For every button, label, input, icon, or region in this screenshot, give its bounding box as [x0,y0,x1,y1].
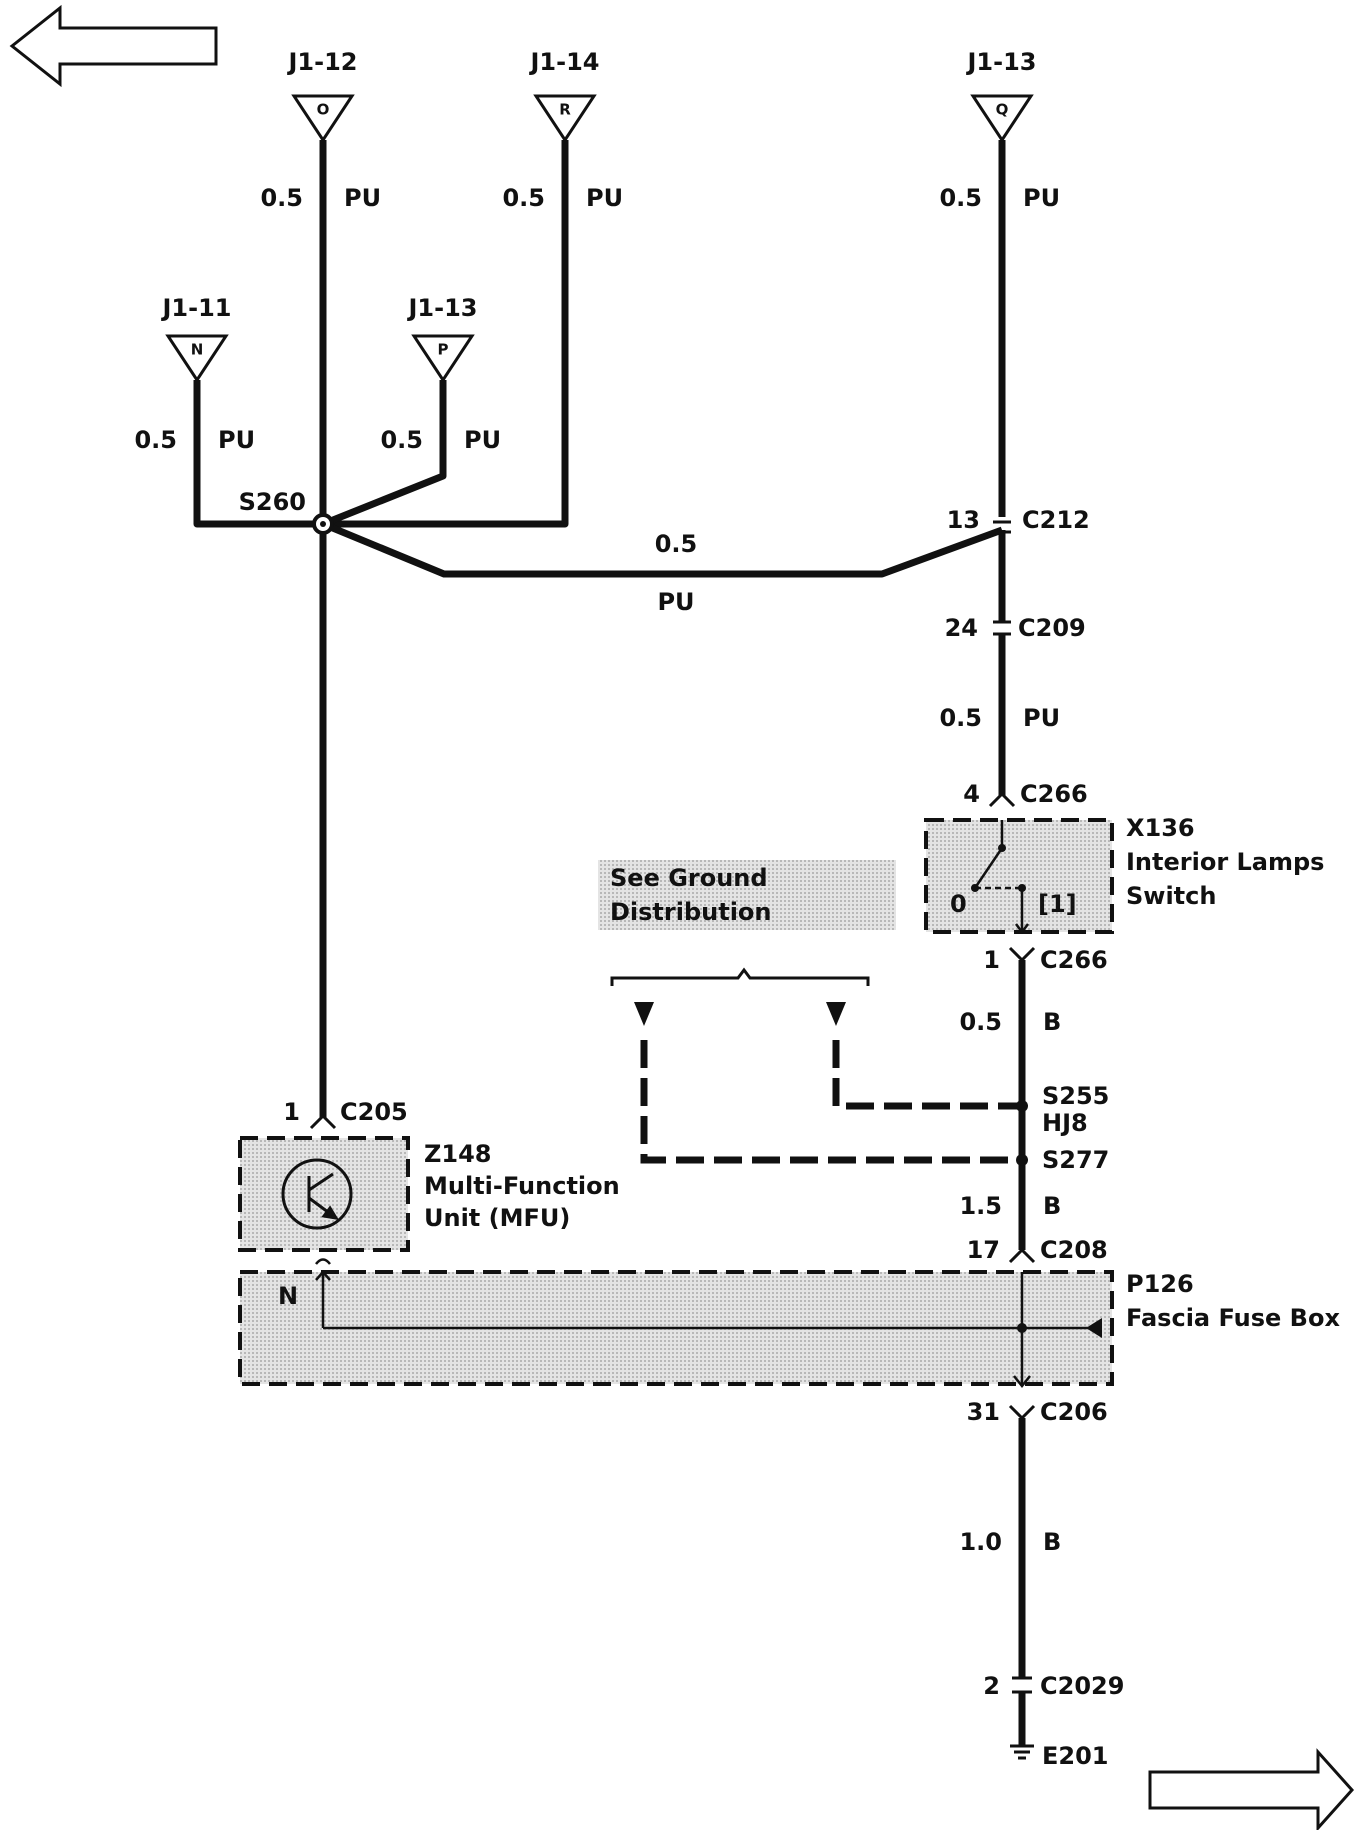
wire-color: PU [586,184,623,212]
ground-label: E201 [1042,1742,1109,1770]
connector-pin: 2 [983,1672,1000,1700]
connector-pin: 31 [967,1398,1000,1426]
wire-size: 0.5 [939,184,982,212]
connector-c209-symbol [993,620,1011,636]
connector-name: C212 [1022,506,1090,534]
wire-s260-c212 [321,520,1004,578]
wire-size: 0.5 [959,1008,1002,1036]
wire-color: PU [344,184,381,212]
connector-name: C205 [340,1098,408,1126]
terminal-label: J1-13 [966,48,1037,76]
ground-icon [1010,1744,1034,1760]
component-id: Z148 [424,1140,492,1168]
connector-name: C266 [1040,946,1108,974]
right-arrow-icon[interactable] [1148,1748,1355,1830]
terminal-j1-13-top: Q J1-13 [966,48,1037,143]
wire-size: 0.5 [380,426,423,454]
switch-position-off: 0 [950,890,967,918]
connector-pin: 1 [283,1098,300,1126]
terminal-label: J1-14 [529,48,600,76]
wire-color: B [1043,1008,1061,1036]
component-name: Unit (MFU) [424,1204,570,1232]
transistor-icon [281,1158,353,1230]
ground-terminal-left [634,1002,654,1026]
terminal-letter: N [191,341,204,359]
wire-color: B [1043,1192,1061,1220]
ground-note-box [598,860,896,930]
splice-label: S277 [1042,1146,1109,1174]
ground-bracket [610,967,870,986]
connector-name: C266 [1020,780,1088,808]
wire-j1-11 [193,380,323,528]
connector-name: C2029 [1040,1672,1124,1700]
connector-c208-symbol [1008,1247,1036,1264]
component-id: X136 [1126,814,1195,842]
x136-box [924,818,1114,934]
terminal-j1-13-mid: P J1-13 [407,294,478,383]
terminal-label: J1-12 [287,48,358,76]
terminal-letter: Q [996,101,1009,119]
wire-ground-s255 [832,1040,1022,1110]
wire-j1-13-mid [321,380,447,528]
terminal-label: J1-11 [161,294,232,322]
connector-name: C209 [1018,614,1086,642]
terminal-j1-14: R J1-14 [529,48,600,143]
component-name: Interior Lamps [1126,848,1324,876]
connector-pin: 4 [963,780,980,808]
component-id: P126 [1126,1270,1194,1298]
wire-size: 1.5 [959,1192,1002,1220]
wire-color: PU [657,588,694,616]
connector-c212-symbol [993,520,1011,534]
wire-size: 0.5 [134,426,177,454]
component-name: Switch [1126,882,1216,910]
component-name: Multi-Function [424,1172,620,1200]
connector-name: C206 [1040,1398,1108,1426]
splice-label: S260 [239,488,306,516]
switch-position-on: [1] [1038,890,1077,918]
connector-pin: 24 [945,614,978,642]
terminal-letter: R [559,101,571,119]
splice-s277 [1016,1154,1028,1166]
connector-pin: 17 [967,1236,1000,1264]
wire-ground-s277 [640,1040,1022,1164]
terminal-letter: O [317,101,330,119]
connector-c206-symbol [1008,1404,1036,1421]
splice-label: S255 [1042,1082,1109,1110]
connector-c266-top-symbol [988,791,1016,808]
component-name: Fascia Fuse Box [1126,1304,1340,1332]
ground-note: See Ground [610,864,768,892]
connector-pin: 13 [947,506,980,534]
ground-note: Distribution [610,898,772,926]
splice-s255 [1016,1100,1028,1112]
interior-lamps-switch-symbol [973,820,1029,935]
fuse-box-feed-terminal [1086,1318,1102,1338]
terminal-label: J1-13 [407,294,478,322]
wire-size: 0.5 [502,184,545,212]
wire-color: PU [1023,704,1060,732]
wire-j1-14 [323,140,569,528]
wire-size: 0.5 [655,530,698,558]
connector-c266-bot-symbol [1008,946,1036,963]
connector-name: C208 [1040,1236,1108,1264]
connector-c205-symbol [309,1113,337,1130]
ground-terminal-right [826,1002,846,1026]
left-arrow-icon[interactable] [9,4,218,88]
wire-size: 0.5 [939,704,982,732]
wire-color: PU [464,426,501,454]
terminal-letter: P [438,341,449,359]
wire-color: PU [218,426,255,454]
wire-size: 1.0 [959,1528,1002,1556]
connector-c2029-symbol [1012,1676,1032,1694]
wire-color: B [1043,1528,1061,1556]
fuse-box-pin: N [278,1282,298,1310]
wire-size: 0.5 [260,184,303,212]
terminal-j1-11: N J1-11 [161,294,232,383]
wire-color: PU [1023,184,1060,212]
z148-box [238,1136,410,1252]
splice-label: HJ8 [1042,1109,1088,1137]
connector-pin: 1 [983,946,1000,974]
terminal-j1-12: O J1-12 [287,48,358,143]
